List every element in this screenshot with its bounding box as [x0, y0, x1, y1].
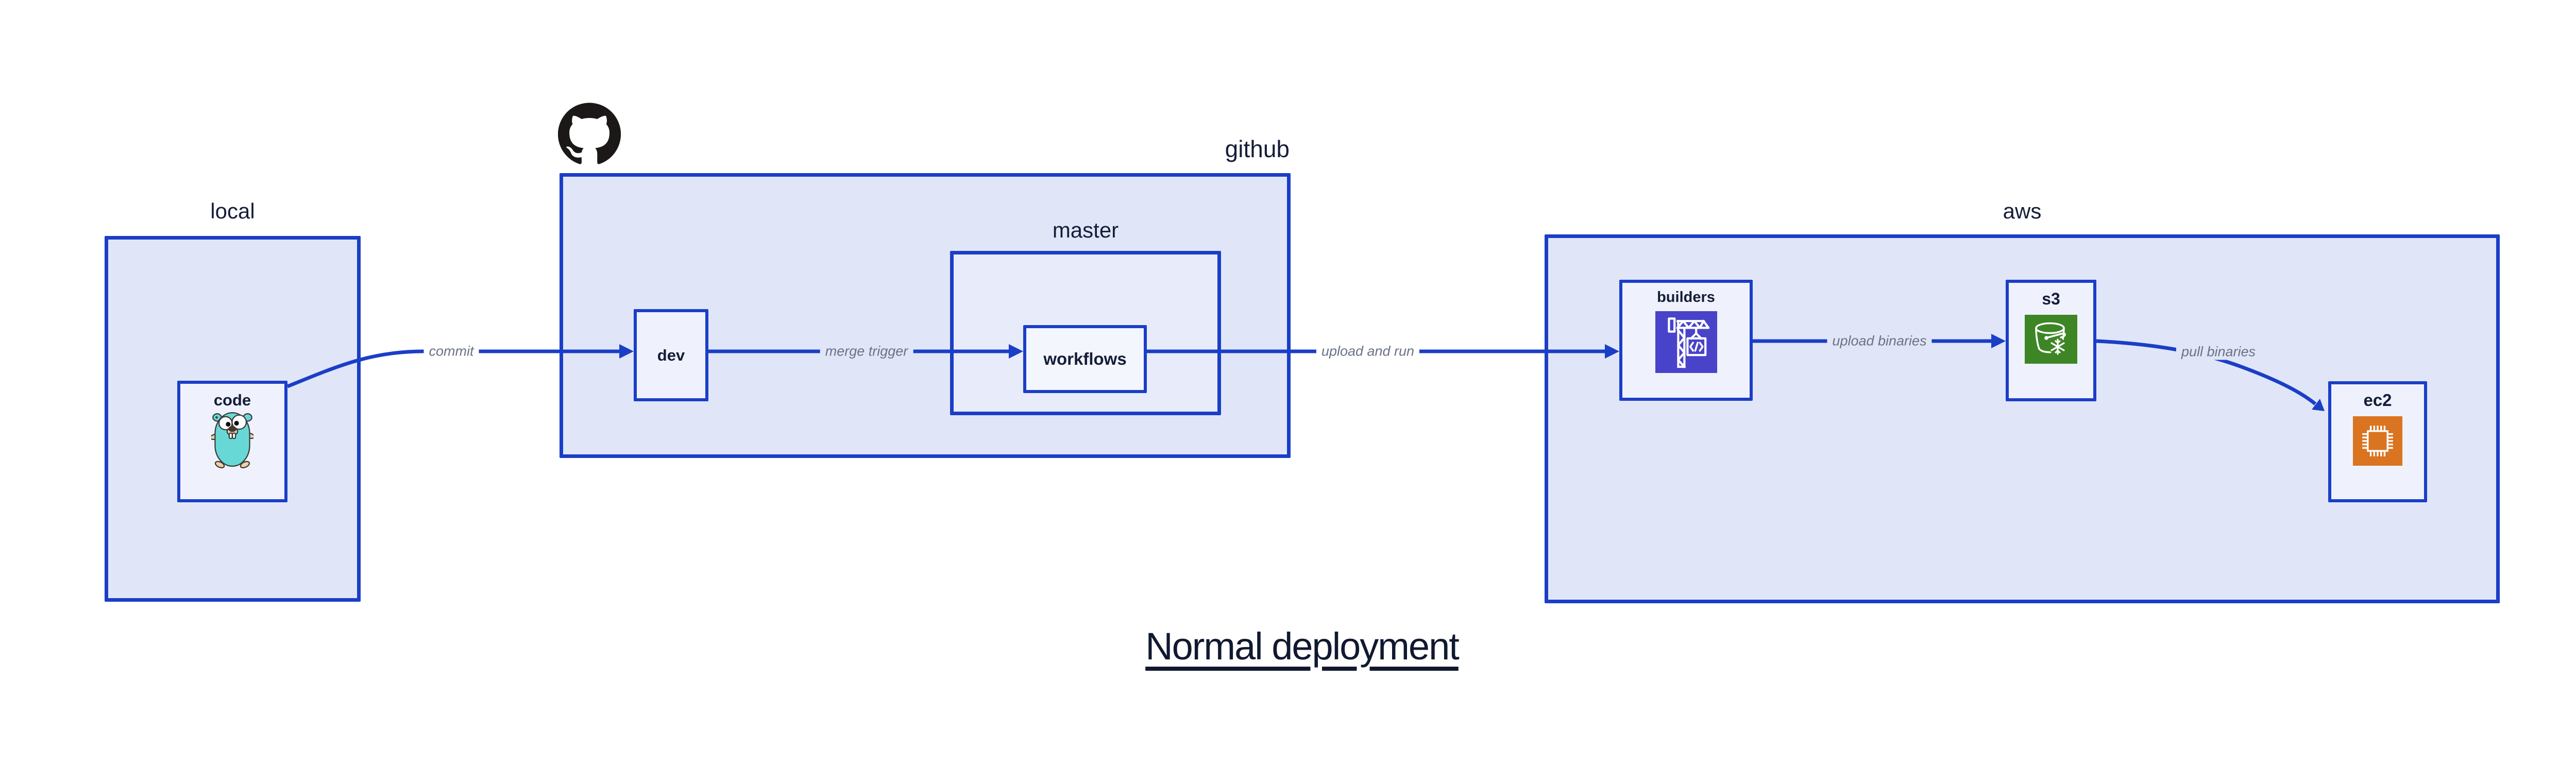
github-logo-icon — [557, 102, 621, 165]
edge-label-commit: commit — [423, 343, 479, 360]
code-node: code — [177, 381, 287, 502]
s3-glacier-bucket-icon — [2025, 315, 2077, 364]
ec2-chip-icon — [2353, 416, 2402, 466]
dev-node-label: dev — [657, 346, 685, 364]
s3-node-label: s3 — [2042, 290, 2060, 308]
master-branch-label: master — [1052, 218, 1119, 242]
diagram-title: Normal deployment — [1145, 625, 1460, 668]
code-node-label: code — [213, 391, 251, 409]
workflows-node-label: workflows — [1043, 349, 1127, 368]
dev-branch-node: dev — [634, 309, 708, 401]
github-container-label: github — [1225, 135, 1290, 162]
builders-node-label: builders — [1657, 289, 1715, 305]
local-container-label: local — [210, 199, 255, 223]
go-gopher-icon — [210, 410, 255, 469]
codebuild-crane-icon — [1655, 311, 1717, 373]
workflows-node: workflows — [1023, 325, 1147, 393]
edge-label-merge-trigger: merge trigger — [820, 343, 913, 360]
aws-container-label: aws — [2003, 199, 2042, 223]
edge-label-upload-and-run: upload and run — [1316, 343, 1420, 360]
builders-node: builders — [1619, 280, 1753, 401]
edge-label-upload-binaries: upload binaries — [1827, 333, 1932, 349]
edge-label-pull-binaries: pull binaries — [2176, 344, 2261, 360]
s3-node: s3 — [2006, 280, 2096, 401]
ec2-node: ec2 — [2328, 381, 2427, 502]
ec2-node-label: ec2 — [2363, 390, 2392, 410]
